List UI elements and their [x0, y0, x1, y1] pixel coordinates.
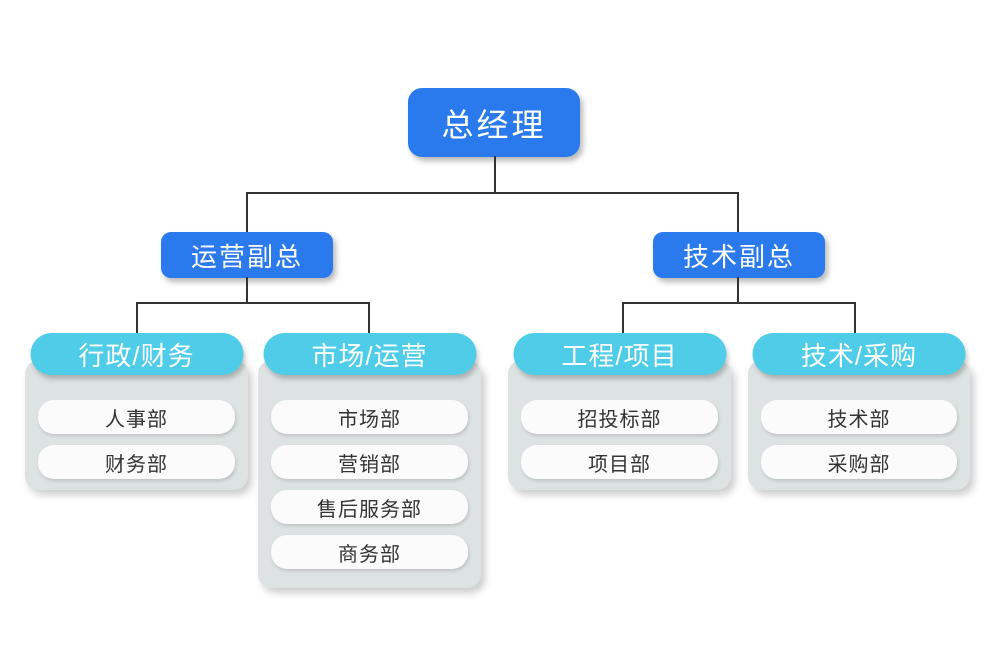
dept-item: 技术部 — [761, 400, 957, 434]
connector-right-horizontal — [622, 302, 856, 304]
org-group-market-operations: 市场/运营 市场部 营销部 售后服务部 商务部 — [258, 333, 481, 588]
dept-list: 人事部 财务部 — [38, 400, 235, 479]
dept-item: 人事部 — [38, 400, 235, 434]
org-node-general-manager: 总经理 — [408, 88, 580, 157]
dept-item: 财务部 — [38, 445, 235, 479]
dept-item: 营销部 — [271, 445, 468, 479]
dept-item: 售后服务部 — [271, 490, 468, 524]
org-group-technology-procurement: 技术/采购 技术部 采购部 — [748, 333, 970, 490]
connector-top-horizontal — [246, 192, 739, 194]
dept-item: 商务部 — [271, 535, 468, 569]
connector-group3-up — [622, 303, 624, 334]
connector-vp1-down — [246, 277, 248, 303]
connector-vp2-down — [737, 277, 739, 303]
dept-item: 招投标部 — [521, 400, 718, 434]
connector-group2-up — [368, 303, 370, 334]
connector-root-down — [494, 156, 496, 193]
dept-list: 市场部 营销部 售后服务部 商务部 — [271, 400, 468, 569]
connector-group4-up — [854, 303, 856, 334]
dept-item: 市场部 — [271, 400, 468, 434]
org-group-engineering-project: 工程/项目 招投标部 项目部 — [508, 333, 731, 490]
connector-vp2-up — [737, 193, 739, 233]
dept-item: 采购部 — [761, 445, 957, 479]
connector-vp1-up — [246, 193, 248, 233]
org-node-technical-vp: 技术副总 — [653, 232, 825, 278]
dept-item: 项目部 — [521, 445, 718, 479]
org-group-admin-finance: 行政/财务 人事部 财务部 — [25, 333, 248, 490]
group-header: 工程/项目 — [513, 333, 726, 375]
group-header: 技术/采购 — [752, 333, 966, 375]
group-header: 行政/财务 — [30, 333, 243, 375]
dept-list: 招投标部 项目部 — [521, 400, 718, 479]
connector-group1-up — [136, 303, 138, 334]
connector-left-horizontal — [136, 302, 370, 304]
org-node-operations-vp: 运营副总 — [161, 232, 333, 278]
group-header: 市场/运营 — [263, 333, 476, 375]
dept-list: 技术部 采购部 — [761, 400, 957, 479]
